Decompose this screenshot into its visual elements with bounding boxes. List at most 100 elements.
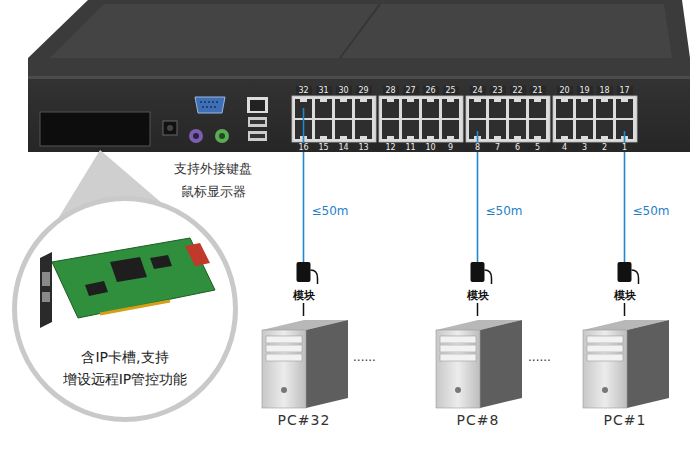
ellipsis-label: ...... <box>528 350 551 364</box>
ps2-keyboard-port <box>189 129 203 143</box>
port-number: 32 <box>296 86 312 95</box>
port-number: 1 <box>617 143 633 152</box>
module-icons <box>297 262 639 284</box>
pc-button <box>602 387 608 393</box>
callout-ground <box>15 199 235 419</box>
ellipsis-label: ...... <box>353 350 376 364</box>
pc-front <box>583 330 627 408</box>
module-box: 模块 <box>610 258 640 303</box>
ps2-mouse-hole <box>219 133 225 139</box>
port-number: 8 <box>470 143 486 152</box>
pc-icons <box>262 320 669 408</box>
pc-label: PC#8 <box>457 412 500 428</box>
module-box: 模块 <box>289 258 319 303</box>
port-number: 23 <box>490 86 506 95</box>
rj45-hole <box>250 100 265 111</box>
port-number: 18 <box>597 86 613 95</box>
port-number: 14 <box>336 143 352 152</box>
port-number: 30 <box>336 86 352 95</box>
port-number: 25 <box>443 86 459 95</box>
housing-front <box>28 76 690 152</box>
housing-seam <box>340 4 380 58</box>
ps2-keyboard-hole <box>193 133 199 139</box>
pc-label: PC#32 <box>278 412 331 428</box>
pc-side <box>306 320 348 408</box>
port-number: 11 <box>403 143 419 152</box>
port-number: 26 <box>423 86 439 95</box>
cable-connector <box>303 303 305 316</box>
pc-bay <box>587 354 623 361</box>
card-chip <box>150 255 172 269</box>
usb-hole <box>250 134 265 138</box>
vga-port <box>195 97 225 113</box>
pc-box: PC#32 <box>256 316 352 429</box>
port-block <box>292 96 376 142</box>
kvm-housing <box>28 0 690 152</box>
port-number: 5 <box>530 143 546 152</box>
port-number: 22 <box>510 86 526 95</box>
module-label: 模块 <box>467 288 489 303</box>
distance-label: ≤50m <box>486 204 523 218</box>
module-icon <box>618 262 632 282</box>
module-cable <box>311 270 318 284</box>
housing-top-panel <box>50 4 672 58</box>
module-box: 模块 <box>463 258 493 303</box>
pc-bay <box>440 354 476 361</box>
port-number: 9 <box>443 143 459 152</box>
rear-ports <box>40 97 268 146</box>
card-board <box>52 238 215 318</box>
rj45-port-blocks <box>292 96 637 142</box>
port-number: 21 <box>530 86 546 95</box>
module-cable <box>632 270 639 284</box>
pc-button <box>455 387 461 393</box>
pc-bay <box>266 354 302 361</box>
power-jack-hole <box>167 125 173 131</box>
pc-box: PC#8 <box>430 316 526 429</box>
card-bracket-port <box>42 272 50 286</box>
port-number: 7 <box>490 143 506 152</box>
pc-bay <box>587 336 623 343</box>
port-number: 15 <box>316 143 332 152</box>
pc-bay <box>587 345 623 352</box>
port-number: 3 <box>577 143 593 152</box>
port-number: 17 <box>617 86 633 95</box>
port-number: 4 <box>557 143 573 152</box>
pc-front <box>262 330 306 408</box>
vga-pins <box>200 102 220 107</box>
card-header <box>185 243 210 266</box>
port-number: 13 <box>356 143 372 152</box>
module-label: 模块 <box>293 288 315 303</box>
usb-hole <box>250 120 265 124</box>
port-number: 2 <box>597 143 613 152</box>
pc-button <box>281 387 287 393</box>
port-number: 6 <box>510 143 526 152</box>
port-number: 19 <box>577 86 593 95</box>
port-number: 27 <box>403 86 419 95</box>
port-number: 16 <box>296 143 312 152</box>
card-chip <box>85 281 108 296</box>
card-gold-fingers <box>100 301 170 314</box>
module-icon <box>297 262 311 282</box>
housing-edge <box>28 76 690 79</box>
callout-circle: 含IP卡槽,支持 增设远程IP管控功能 <box>12 196 238 422</box>
usb-port <box>248 131 267 141</box>
module-icon <box>471 262 485 282</box>
card-bracket <box>40 252 52 328</box>
pc-label: PC#1 <box>604 412 647 428</box>
housing-top <box>28 0 690 76</box>
port-number: 12 <box>383 143 399 152</box>
card-chip <box>110 257 147 282</box>
callout-text: 含IP卡槽,支持 增设远程IP管控功能 <box>45 346 205 390</box>
module-label: 模块 <box>614 288 636 303</box>
usb-port <box>248 117 267 127</box>
port-number: 31 <box>316 86 332 95</box>
port-block <box>466 96 550 142</box>
ip-card-slot <box>40 112 150 146</box>
pc-bay <box>440 336 476 343</box>
pc-front <box>436 330 480 408</box>
feature-note: 支持外接键盘 鼠标显示器 <box>166 157 260 203</box>
pc-bay <box>266 345 302 352</box>
power-jack <box>163 121 177 135</box>
ps2-mouse-port <box>215 129 229 143</box>
